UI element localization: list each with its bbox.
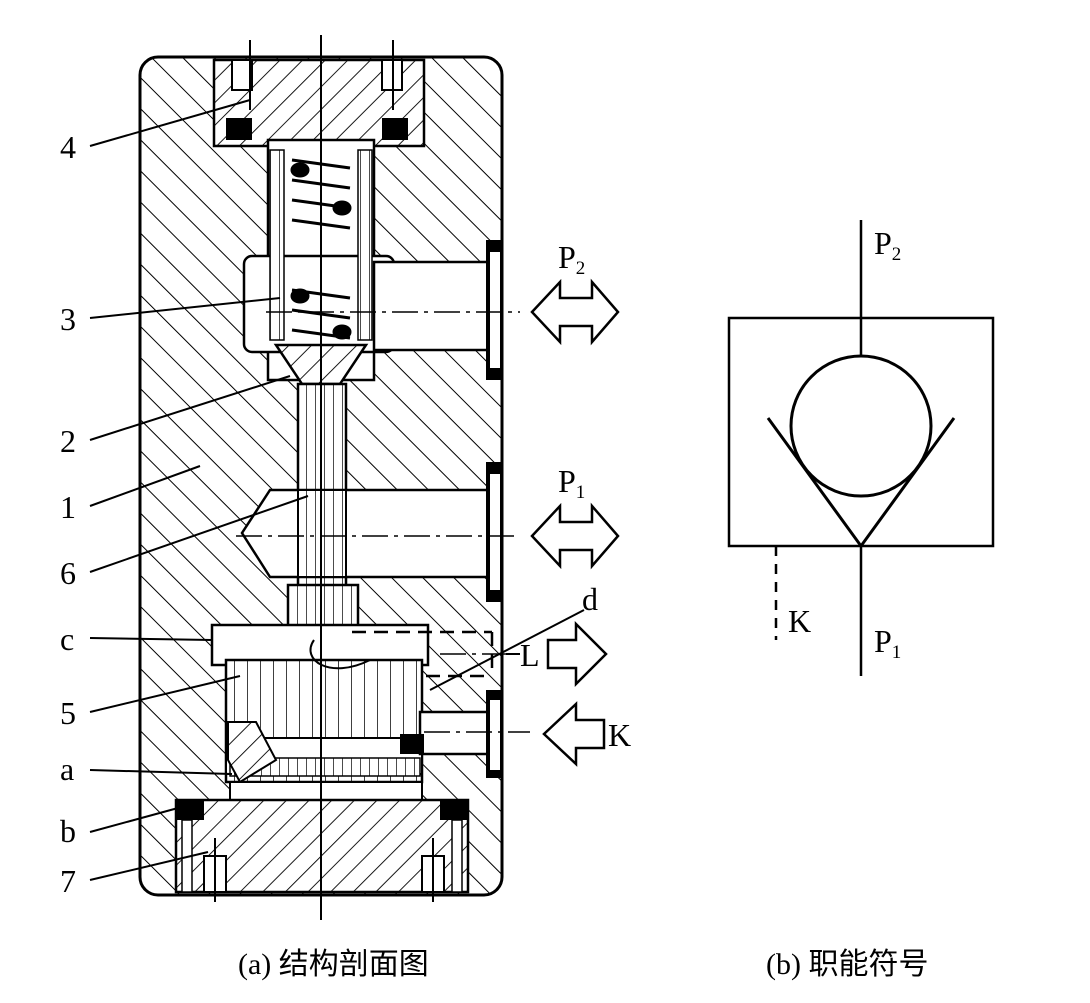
symbol-label-p2: P2 (874, 225, 901, 265)
top-seal-right (382, 118, 408, 140)
bottom-seal-right (440, 800, 468, 820)
p2-flow-arrow (530, 278, 620, 346)
p2-passage (372, 260, 494, 352)
valve-section-drawing: 4 3 2 1 6 c 5 a b 7 P2 P1 d L K (a) 结构剖面… (60, 35, 631, 981)
label-part-3: 3 (60, 301, 76, 337)
caption-a: (a) 结构剖面图 (238, 948, 429, 981)
k-passage (418, 710, 494, 756)
label-part-a: a (60, 751, 74, 787)
label-port-L: L (520, 637, 540, 673)
p1-passage (240, 488, 492, 579)
k-flow-arrow (542, 701, 606, 767)
label-port-K: K (608, 717, 631, 753)
leader-lines (89, 99, 585, 881)
top-seal-left (226, 118, 252, 140)
symbol-ball (789, 354, 933, 498)
piston-ring (229, 757, 421, 777)
symbol-label-p1: P1 (874, 623, 901, 663)
label-part-b: b (60, 813, 76, 849)
label-part-5: 5 (60, 695, 76, 731)
symbol-label-k: K (788, 603, 811, 639)
caption-b: (b) 职能符号 (766, 948, 928, 981)
label-port-p1: P1 (558, 463, 585, 503)
label-part-6: 6 (60, 555, 76, 591)
label-part-1: 1 (60, 489, 76, 525)
label-part-7: 7 (60, 863, 76, 899)
piston-wedge (227, 721, 278, 784)
sleeve-left (269, 149, 285, 341)
l-flow-arrow (546, 620, 608, 688)
label-part-c: c (60, 621, 74, 657)
top-cap-bolt-left (231, 59, 253, 91)
label-part-2: 2 (60, 423, 76, 459)
label-part-4: 4 (60, 129, 76, 165)
p1-flow-arrow (530, 502, 620, 570)
sleeve-right (357, 149, 373, 341)
label-port-d: d (582, 581, 598, 617)
bottom-seal-left (176, 800, 204, 820)
label-port-p2: P2 (558, 239, 585, 279)
check-valve-symbol: P2 K P1 (b) 职能符号 (727, 220, 995, 981)
